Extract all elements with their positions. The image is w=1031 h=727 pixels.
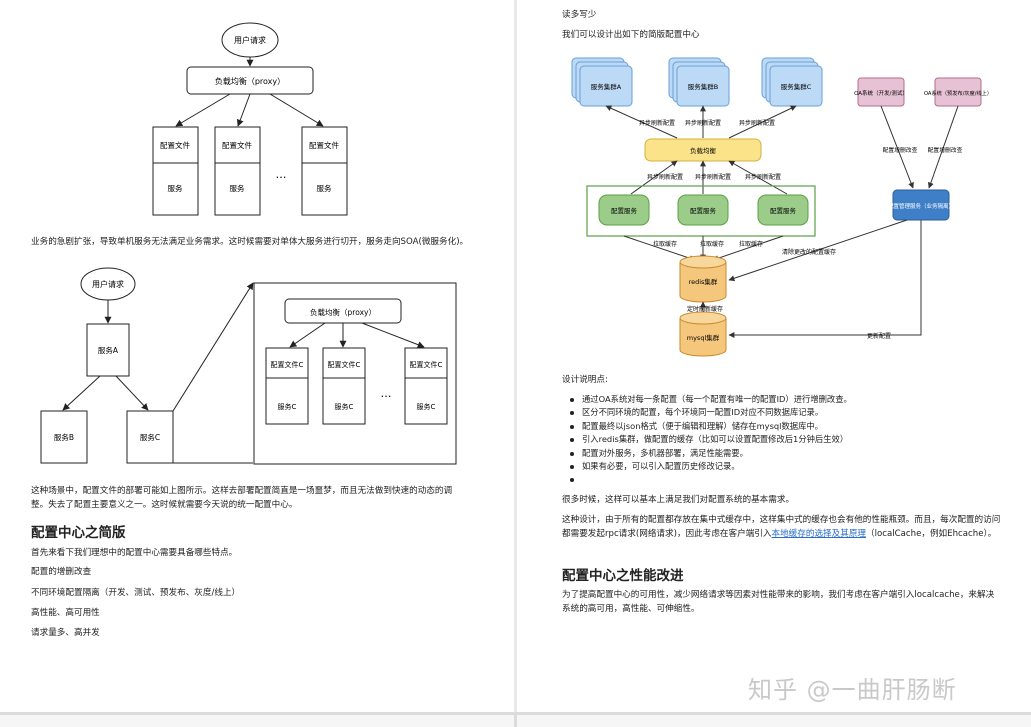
svg-text:服务C: 服务C xyxy=(335,402,354,411)
svg-text:异步刷新配置: 异步刷新配置 xyxy=(739,119,775,127)
svg-text:OA系统（开发/测试）: OA系统（开发/测试） xyxy=(854,89,908,97)
service-c-node-3: 配置文件C 服务C xyxy=(404,347,448,425)
svg-text:配置文件C: 配置文件C xyxy=(410,360,443,369)
svg-text:配置文件: 配置文件 xyxy=(222,140,252,150)
design-point-3: 配置最终以json格式（便于编辑和理解）储存在mysql数据库中。 xyxy=(566,420,852,433)
service-c-node-1: 配置文件C 服务C xyxy=(265,347,309,425)
svg-text:服务B: 服务B xyxy=(54,432,74,442)
svg-text:配置文件C: 配置文件C xyxy=(271,360,304,369)
service-a-node xyxy=(86,323,130,377)
svg-text:服务: 服务 xyxy=(317,183,332,193)
satisfies-paragraph: 很多时候，这样可以基本上满足我们对配置系统的基本需求。 xyxy=(562,495,795,505)
svg-text:用户请求: 用户请求 xyxy=(92,279,124,289)
section-heading-performance: 配置中心之性能改进 xyxy=(562,568,684,584)
svg-text:配置服务: 配置服务 xyxy=(690,206,717,215)
svg-text:服务集群B: 服务集群B xyxy=(688,82,718,91)
config-service-3: 配置服务 xyxy=(757,194,809,226)
service-c-node-2: 配置文件C 服务C xyxy=(322,347,366,425)
svg-text:服务: 服务 xyxy=(230,183,245,193)
oa-system-dev: OA系统（开发/测试） xyxy=(854,77,908,107)
feature-line-3: 高性能、高可用性 xyxy=(31,608,100,618)
intro-line: 首先来看下我们理想中的配置中心需要具备哪些特点。 xyxy=(31,548,238,558)
mysql-cluster-node: mysql集群 xyxy=(679,311,727,357)
svg-text:配置服务: 配置服务 xyxy=(611,206,638,215)
design-point-4: 引入redis集群，做配置的缓存（比如可以设置配置修改后1分钟后生效） xyxy=(566,433,852,446)
load-balancer-label: 负载均衡（proxy） xyxy=(215,76,285,86)
svg-text:异步刷新配置: 异步刷新配置 xyxy=(685,119,721,127)
design-points-list: 通过OA系统对每一条配置（每一个配置有唯一的配置ID）进行增删改查。 区分不同环… xyxy=(566,393,852,483)
svg-text:服务集群A: 服务集群A xyxy=(591,82,622,91)
server-node-3: 配置文件 服务 xyxy=(301,126,348,216)
bottleneck-paragraph: 这种设计，由于所有的配置都存放在集中式缓存中，这样集中式的缓存也会有他的性能瓶颈… xyxy=(562,515,1001,539)
service-cluster-a: 服务集群A xyxy=(571,57,633,107)
service-cluster-c: 服务集群C xyxy=(761,57,823,107)
config-service-1: 配置服务 xyxy=(598,194,650,226)
svg-text:配置管理服务（业务隔离）: 配置管理服务（业务隔离） xyxy=(888,202,954,210)
svg-text:定时刷新缓存: 定时刷新缓存 xyxy=(687,305,723,313)
server-node-1: 配置文件 服务 xyxy=(152,126,199,216)
right-page: 读多写少 我们可以设计出如下的简版配置中心 服务集群A 服务集群B 服务集群C xyxy=(517,0,1031,712)
svg-text:拉取缓存: 拉取缓存 xyxy=(653,240,677,248)
left-page: 用户请求 负载均衡（proxy） 配置文件 服务 配置文件 服务 … 配置文件 … xyxy=(0,0,514,712)
svg-text:配置增删改查: 配置增删改查 xyxy=(928,146,963,154)
config-service-2: 配置服务 xyxy=(677,194,729,226)
redis-cluster-node: redis集群 xyxy=(679,255,727,303)
service-cluster-b: 服务集群B xyxy=(668,57,730,107)
svg-text:配置服务: 配置服务 xyxy=(770,206,797,215)
svg-text:服务C: 服务C xyxy=(417,402,436,411)
svg-text:异步刷新配置: 异步刷新配置 xyxy=(695,173,731,181)
design-points-title: 设计说明点: xyxy=(562,375,608,385)
svg-text:配置增删改查: 配置增删改查 xyxy=(883,146,918,154)
svg-text:拉取缓存: 拉取缓存 xyxy=(739,240,763,248)
svg-text:OA系统（预发布/灰度/线上）: OA系统（预发布/灰度/线上） xyxy=(924,89,992,97)
design-intro-line: 我们可以设计出如下的简版配置中心 xyxy=(562,30,700,40)
design-point-5: 配置对外服务，多机器部署，满足性能需要。 xyxy=(566,447,852,460)
svg-text:负载均衡: 负载均衡 xyxy=(690,146,717,155)
svg-text:redis集群: redis集群 xyxy=(689,277,718,286)
read-more-write-less: 读多写少 xyxy=(562,10,597,20)
server-node-2: 配置文件 服务 xyxy=(214,126,261,216)
svg-text:服务: 服务 xyxy=(168,183,183,193)
user-request-label: 用户请求 xyxy=(234,35,266,45)
section-heading-simple: 配置中心之简版 xyxy=(31,525,126,541)
config-service-group xyxy=(586,185,816,237)
feature-line-2: 不同环境配置隔离（开发、测试、预发布、灰度/线上） xyxy=(31,588,241,598)
ellipsis-1: … xyxy=(276,168,287,181)
config-admin-service: 配置管理服务（业务隔离） xyxy=(888,189,954,221)
svg-text:清除更改的配置缓存: 清除更改的配置缓存 xyxy=(782,248,836,256)
deployment-diagram-single: 用户请求 负载均衡（proxy） 配置文件 服务 配置文件 服务 … 配置文件 … xyxy=(152,22,348,216)
service-c-node xyxy=(126,410,174,464)
svg-text:服务C: 服务C xyxy=(278,402,297,411)
service-b-node xyxy=(40,410,88,464)
svg-text:mysql集群: mysql集群 xyxy=(687,333,720,342)
svg-text:拉取缓存: 拉取缓存 xyxy=(700,240,724,248)
performance-paragraph: 为了提高配置中心的可用性，减少网络请求等因素对性能带来的影响，我们考虑在客户端引… xyxy=(562,590,995,614)
soa-paragraph: 业务的急剧扩张，导致单机服务无法满足业务需求。这时候需要对单体大服务进行切开，服… xyxy=(31,237,469,247)
config-center-architecture-diagram: 服务集群A 服务集群B 服务集群C OA系统（开发/测试） OA系统（预发布/灰… xyxy=(571,57,992,357)
scenario-paragraph: 这种场景中，配置文件的部署可能如上图所示。这样去部署配置简直是一场噩梦，而且无法… xyxy=(31,486,453,510)
design-point-1: 通过OA系统对每一条配置（每一个配置有唯一的配置ID）进行增删改查。 xyxy=(566,393,852,406)
feature-line-4: 请求量多、高并发 xyxy=(31,628,100,638)
design-point-6: 如果有必要，可以引入配置历史修改记录。 xyxy=(566,460,852,473)
deployment-diagram-soa: 用户请求 服务A 服务B 服务C 负载均衡（proxy） 配置文件C 服务C 配… xyxy=(40,267,457,465)
svg-text:配置文件: 配置文件 xyxy=(160,140,190,150)
local-cache-link[interactable]: 本地缓存的选择及其原理 xyxy=(771,528,867,539)
svg-text:异步刷新配置: 异步刷新配置 xyxy=(647,173,683,181)
svg-text:异步刷新配置: 异步刷新配置 xyxy=(745,173,781,181)
svg-text:服务C: 服务C xyxy=(140,432,160,442)
svg-text:异步刷新配置: 异步刷新配置 xyxy=(639,119,675,127)
feature-line-1: 配置的增删改查 xyxy=(31,567,92,577)
design-point-2: 区分不同环境的配置，每个环境同一配置ID对应不同数据库记录。 xyxy=(566,406,852,419)
oa-system-prod: OA系统（预发布/灰度/线上） xyxy=(924,77,992,107)
svg-text:配置文件C: 配置文件C xyxy=(328,360,361,369)
ellipsis-2: … xyxy=(381,387,392,400)
svg-text:配置文件: 配置文件 xyxy=(309,140,339,150)
svg-text:更新配置: 更新配置 xyxy=(867,332,891,340)
svg-text:服务集群C: 服务集群C xyxy=(781,82,812,91)
page-bottom-strip xyxy=(0,712,1031,727)
zhihu-watermark: 知乎 @一曲肝肠断 xyxy=(748,676,957,704)
svg-text:负载均衡（proxy）: 负载均衡（proxy） xyxy=(310,307,376,317)
load-balance-node: 负载均衡 xyxy=(644,138,762,162)
svg-text:服务A: 服务A xyxy=(98,345,119,355)
